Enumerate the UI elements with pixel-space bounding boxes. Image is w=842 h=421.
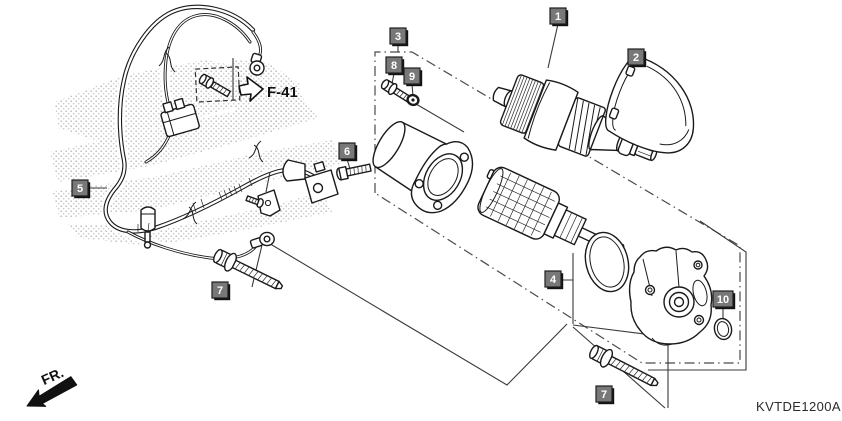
part-callout-number: 2 xyxy=(633,52,639,64)
part-callout-2[interactable]: 2 xyxy=(627,48,647,68)
part-callout-number: 5 xyxy=(77,183,83,195)
part-callout-number: 3 xyxy=(395,31,401,43)
stipple-shading xyxy=(50,60,342,246)
flange-bolt-bottom xyxy=(589,344,659,387)
part-callout-7[interactable]: 7 xyxy=(211,281,231,301)
motor-case xyxy=(372,121,474,214)
terminal-screw xyxy=(336,163,372,181)
part-callout-number: 1 xyxy=(555,11,561,23)
f41-mount-bolt xyxy=(194,66,241,103)
part-callout-5[interactable]: 5 xyxy=(71,179,91,199)
part-callout-number: 6 xyxy=(344,146,350,158)
f41-reference: F-41 xyxy=(238,76,298,102)
f41-arrow-icon xyxy=(238,76,264,102)
harness-connector xyxy=(160,97,200,138)
f41-label: F-41 xyxy=(267,84,298,101)
part-callout-1[interactable]: 1 xyxy=(549,7,569,27)
wire-harness xyxy=(101,2,339,264)
reduction-gear-cover xyxy=(628,246,713,346)
ring-terminal-top xyxy=(249,52,265,76)
fr-direction-arrow: FR. xyxy=(26,364,78,407)
part-callout-3[interactable]: 3 xyxy=(389,27,409,47)
part-callout-number: 7 xyxy=(601,389,607,401)
part-callout-10[interactable]: 10 xyxy=(712,290,736,310)
ring-terminal-lower xyxy=(249,231,275,249)
leader-lines xyxy=(87,23,724,409)
part-callout-number: 9 xyxy=(409,71,415,83)
washer-nut xyxy=(406,93,420,107)
o-ring-large xyxy=(584,231,630,293)
diagram-code: KVTDE1200A xyxy=(756,399,841,414)
part-callout-number: 8 xyxy=(391,60,397,72)
part-callout-9[interactable]: 9 xyxy=(403,67,423,87)
harness-clamp-stay xyxy=(245,171,281,217)
part-callout-6[interactable]: 6 xyxy=(338,142,358,162)
part-callout-4[interactable]: 4 xyxy=(544,270,564,290)
flange-bolt-left xyxy=(213,248,284,290)
callout-layer: 1 2 3 4 5 6 7 7 89 10 xyxy=(71,7,736,405)
part-callout-number: 4 xyxy=(550,274,557,286)
part-callout-7[interactable]: 7 xyxy=(595,385,615,405)
starter-clutch-gear xyxy=(492,74,658,162)
cable-break-marks xyxy=(137,46,264,232)
starter-terminal xyxy=(282,159,339,204)
armature xyxy=(477,166,625,258)
part-callout-number: 10 xyxy=(717,294,729,306)
o-ring-small xyxy=(713,317,733,341)
part-callout-number: 7 xyxy=(217,285,223,297)
harness-p-clamp xyxy=(140,206,156,249)
assembly-outline-echo xyxy=(648,220,747,371)
assembly-outline xyxy=(374,51,747,371)
part-callout-8[interactable]: 8 xyxy=(385,56,405,76)
fr-arrow-icon xyxy=(26,376,78,407)
